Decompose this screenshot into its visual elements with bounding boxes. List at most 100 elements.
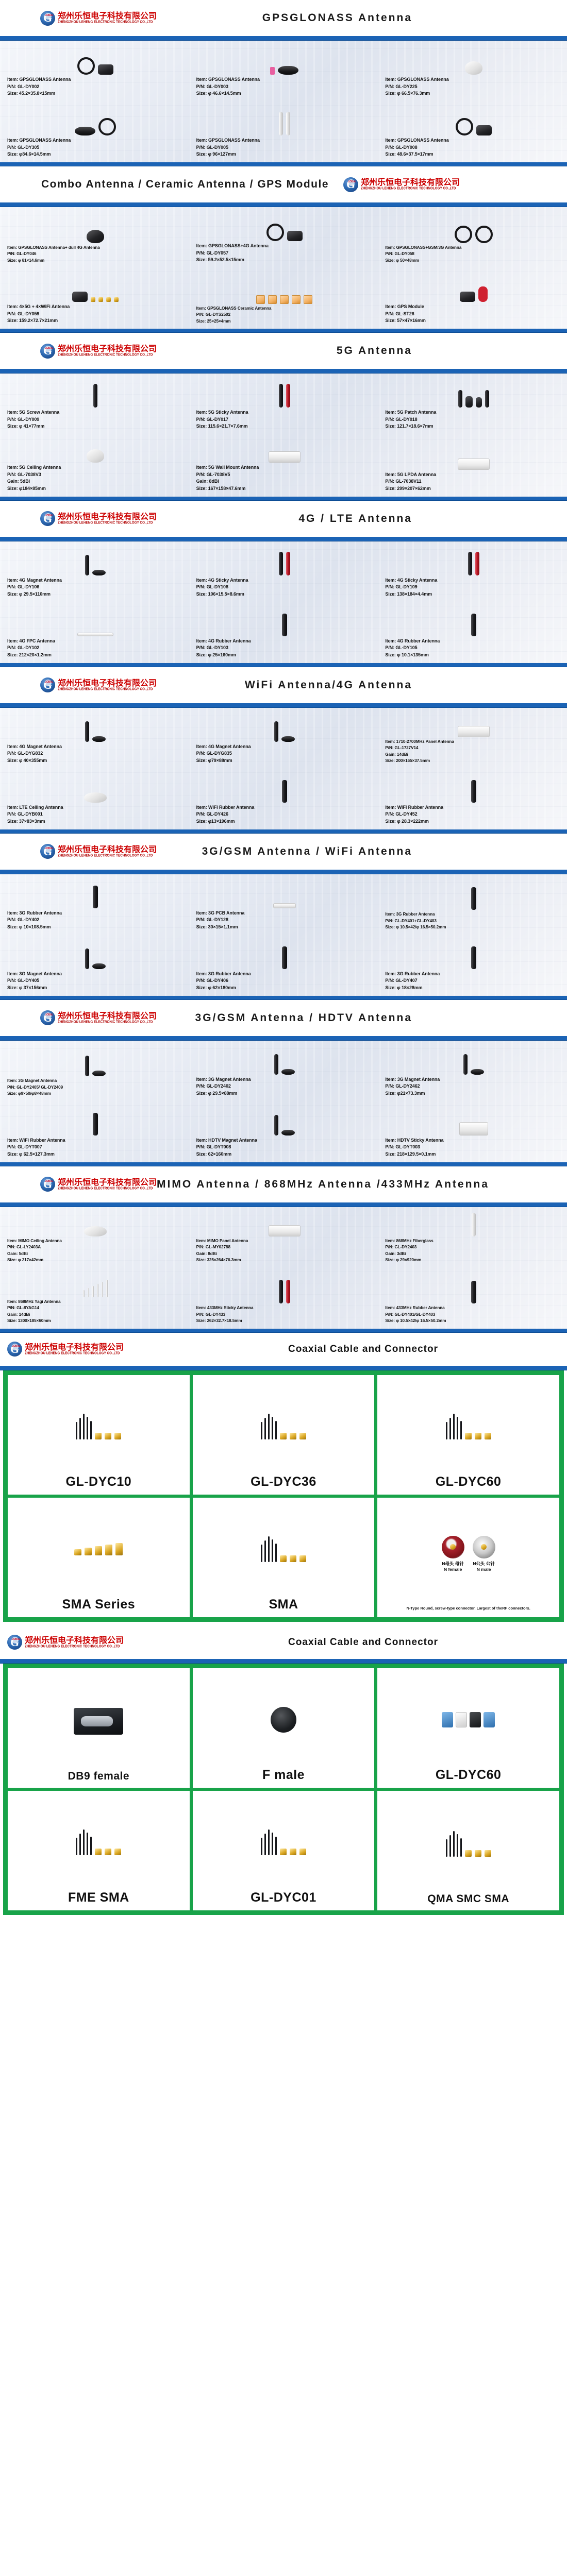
product-grid: Item: GPSGLONASS Antenna+ dull 4G Antenn…	[0, 207, 567, 329]
product-image-rubber	[471, 613, 476, 636]
section-header: LOBAL郑州乐恒电子科技有限公司ZHENGZHOU LEHENG ELECTR…	[0, 0, 567, 36]
gold-connector-shape	[105, 1849, 112, 1856]
gold-connector-shape	[464, 1433, 472, 1440]
logo-lobal-text: LOBAL	[348, 180, 357, 183]
gold-connector-shape	[299, 1433, 306, 1440]
section-bottom-bar	[0, 162, 567, 166]
shape	[454, 225, 472, 243]
cable-wire	[83, 1414, 85, 1440]
product-image-brick-coil	[455, 117, 492, 135]
product-size: Size: φ 28.3×222mm	[385, 819, 429, 824]
section-title: 3G/GSM Antenna / WiFi Antenna	[202, 845, 412, 857]
n-male-label-cn: N公头 公针	[473, 1561, 495, 1566]
product-photo	[385, 1271, 562, 1306]
cable-wire	[268, 1829, 270, 1856]
section-header: LOBAL郑州乐恒电子科技有限公司ZHENGZHOU LEHENG ELECTR…	[0, 999, 567, 1036]
product-size: Size: φ 29×920mm	[385, 1258, 422, 1263]
product-photo	[196, 605, 373, 638]
cable-bundle	[260, 1414, 277, 1440]
logo-globe-icon: LOBAL	[40, 343, 55, 359]
cable-wire	[271, 1833, 273, 1856]
product-image-panel	[268, 451, 301, 463]
product-item-name: Item: GPSGLONASS Antenna	[196, 137, 260, 143]
cable-art-wrap	[445, 1414, 491, 1440]
product-part-number: P/N: GL-7038V5	[196, 471, 230, 477]
cable-wire	[453, 1831, 455, 1857]
logo-wrap: LOBAL郑州乐恒电子科技有限公司ZHENGZHOU LEHENG ELECTR…	[40, 1177, 157, 1192]
logo-lobal-text: LOBAL	[45, 681, 54, 684]
cable-wire	[449, 1418, 451, 1440]
logo-wrap: LOBAL郑州乐恒电子科技有限公司ZHENGZHOU LEHENG ELECTR…	[40, 343, 157, 359]
product-part-number: P/N: GL-DY008	[385, 144, 418, 150]
cable-card: GL-DYC10	[8, 1375, 190, 1495]
product-part-number: P/N: GL-DY003	[196, 83, 228, 89]
n-male-label-en: N male	[476, 1566, 491, 1572]
product-item-name: Item: 1710-2700MHz Panel Antenna	[385, 739, 454, 744]
shape	[85, 948, 90, 969]
product-photo	[7, 105, 184, 137]
cable-card: GL-DYC01	[192, 1790, 375, 1910]
logo-wrap: LOBAL郑州乐恒电子科技有限公司ZHENGZHOU LEHENG ELECTR…	[40, 1010, 157, 1026]
product-size: Size: φ 29.5×110mm	[7, 591, 51, 597]
shape	[274, 721, 278, 742]
logo-wrap: LOBAL郑州乐恒电子科技有限公司ZHENGZHOU LEHENG ELECTR…	[40, 511, 157, 527]
fakra-plug-shape	[456, 1712, 468, 1728]
shape	[471, 779, 476, 803]
cable-card: QMA SMC SMA	[377, 1790, 559, 1910]
product-part-number: P/N: GL-DY426	[196, 811, 228, 817]
shape-row	[273, 903, 296, 908]
section-divider-bar	[0, 369, 567, 374]
product-part-number: P/N: GL-DY305	[7, 144, 40, 150]
product-part-number: P/N: GL-DY405	[7, 978, 40, 984]
shape	[471, 946, 476, 969]
cable-card: FME SMA	[8, 1790, 190, 1910]
shape	[85, 1056, 90, 1077]
product-item-name: Item: MIMO Panel Antenna	[196, 1238, 248, 1243]
cable-wire	[90, 1837, 92, 1856]
product-item-name: Item: 3G PCB Antenna	[196, 910, 245, 916]
company-name-en: ZHENGZHOU LEHENG ELECTRONIC TECHNOLOGY C…	[25, 1644, 120, 1649]
shape	[455, 117, 473, 135]
product-photo	[385, 1044, 562, 1076]
product-image-ceramic-row	[256, 295, 313, 304]
logo-globe-icon: LOBAL	[40, 10, 55, 26]
company-name-en: ZHENGZHOU LEHENG ELECTRONIC TECHNOLOGY C…	[58, 687, 153, 691]
product-part-number: P/N: GL-DY108	[196, 584, 228, 590]
product-size: Size: 212×20×1.2mm	[7, 652, 52, 658]
product-part-number: P/N: GL-DY402	[7, 917, 40, 923]
company-name-cn: 郑州乐恒电子科技有限公司	[25, 1342, 124, 1352]
cable-art-wrap	[260, 1536, 306, 1563]
section-header: LOBAL郑州乐恒电子科技有限公司ZHENGZHOU LEHENG ELECTR…	[0, 1166, 567, 1202]
cable-photo	[11, 1672, 187, 1770]
cable-card: DB9 female	[8, 1668, 190, 1788]
cable-caption: GL-DYC60	[435, 1767, 502, 1782]
shape	[270, 66, 275, 75]
product-item-name: Item: 4G Rubber Antenna	[196, 638, 251, 643]
gold-connector-shape	[95, 1433, 102, 1440]
product-size: Size: 25×25×4mm	[196, 318, 231, 324]
product-size: Size: φ 10.5×42/φ 16.5×50.2mm	[385, 925, 446, 930]
product-size: Size: φ 37×156mm	[7, 985, 47, 991]
cable-wire	[264, 1540, 266, 1563]
product-text: Item: GPSGLONASS Antenna+ dull 4G Antenn…	[7, 245, 184, 264]
product-image-brick-dark	[266, 223, 303, 241]
company-name-en: ZHENGZHOU LEHENG ELECTRONIC TECHNOLOGY C…	[25, 1351, 120, 1355]
section-title: 3G/GSM Antenna / HDTV Antenna	[195, 1011, 412, 1024]
